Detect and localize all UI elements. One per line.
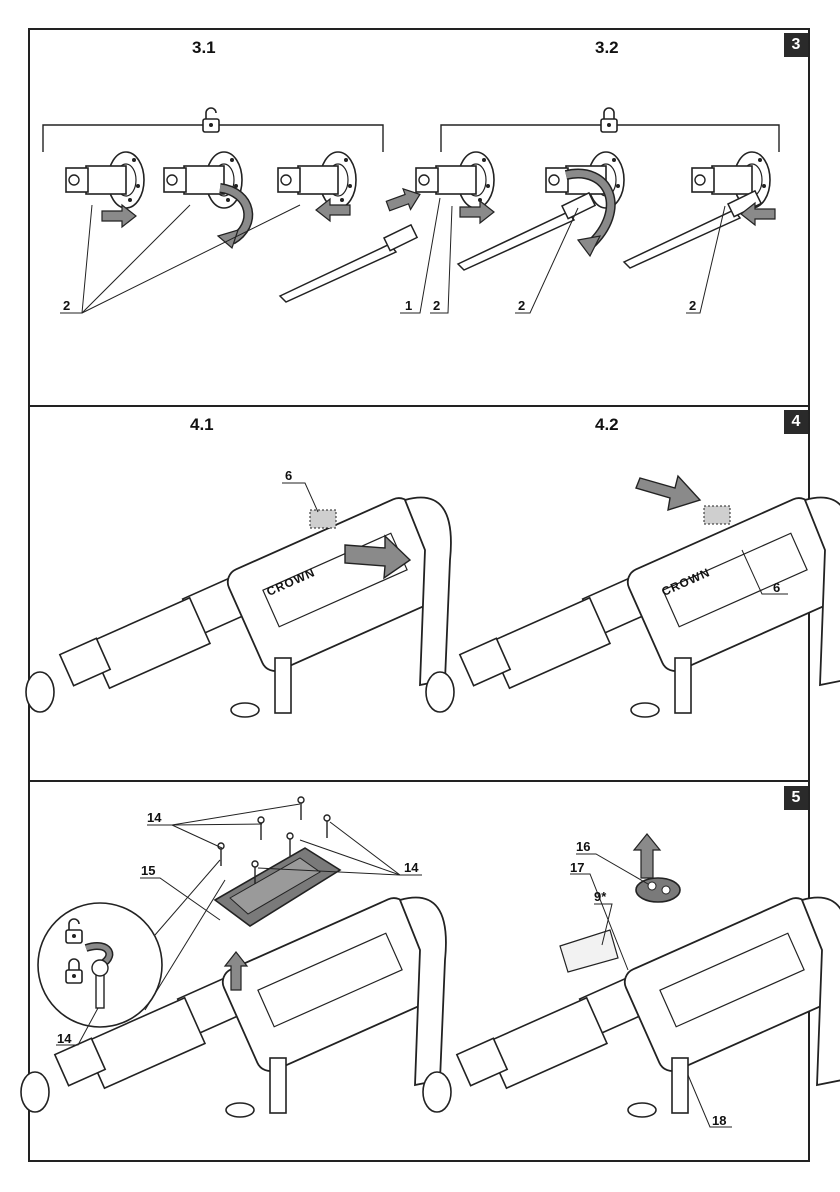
callout-16: 16 — [576, 839, 590, 854]
callout-6: 6 — [773, 580, 780, 595]
arrow-icon — [102, 205, 136, 227]
callout-15: 15 — [141, 863, 155, 878]
arrow-icon — [634, 834, 660, 878]
lock-open-icon — [203, 108, 219, 132]
callout-2: 2 — [63, 298, 70, 313]
arrow-icon — [636, 476, 700, 510]
callout-2: 2 — [433, 298, 440, 313]
callout-14: 14 — [404, 860, 418, 875]
callout-2: 2 — [518, 298, 525, 313]
callout-1: 1 — [405, 298, 412, 313]
lock-closed-icon — [601, 108, 617, 132]
callout-9: 9* — [594, 889, 606, 904]
callout-2: 2 — [689, 298, 696, 313]
callout-14: 14 — [147, 810, 161, 825]
callout-14: 14 — [57, 1031, 71, 1046]
callout-18: 18 — [712, 1113, 726, 1128]
callout-17: 17 — [570, 860, 584, 875]
callout-6: 6 — [285, 468, 292, 483]
